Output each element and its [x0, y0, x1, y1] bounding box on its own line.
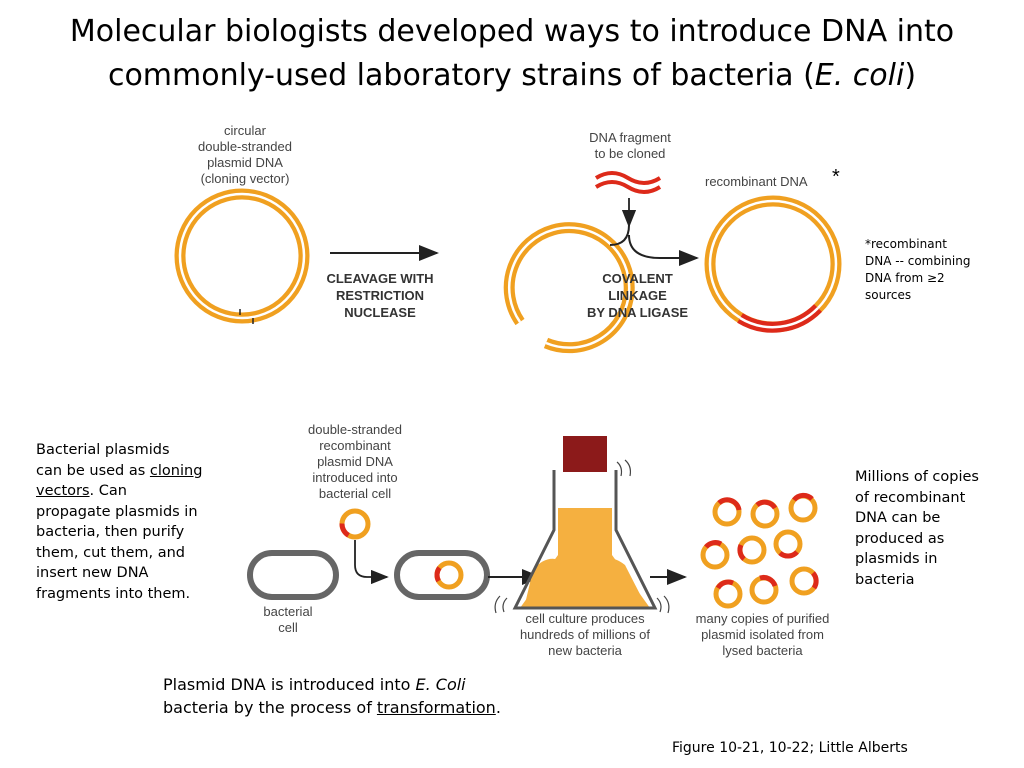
title-line-1: Molecular biologists developed ways to i…: [69, 14, 955, 49]
recombinant-footnote: *recombinant DNA -- combining DNA from ≥…: [865, 237, 971, 302]
page-title: Molecular biologists developed ways to i…: [0, 10, 1024, 98]
bacterial-cell-label: bacterial cell: [263, 604, 313, 635]
cloning-vectors-link: cloning: [149, 462, 203, 479]
ds-plasmid-label: double-stranded recombinant plasmid DNA …: [308, 422, 402, 501]
recombinant-label: recombinant DNA: [705, 174, 808, 189]
cleavage-label: CLEAVAGE WITH RESTRICTION NUCLEASE: [326, 271, 434, 320]
arrow-introduce: [354, 540, 389, 585]
figure-citation: Figure 10-21, 10-22; Little Alberts: [672, 740, 908, 756]
culture-label: cell culture produces hundreds of millio…: [519, 611, 651, 658]
bacterial-cell: [247, 550, 339, 600]
copies-label: many copies of purified plasmid isolated…: [695, 611, 830, 658]
millions-copies-paragraph: Millions of copies of recombinant DNA ca…: [855, 469, 979, 588]
flask-stopper: [563, 436, 607, 472]
transformation-paragraph: Plasmid DNA is introduced into E. Coli b…: [163, 675, 501, 717]
recombinant-plasmid: [704, 195, 842, 333]
transformation-link: transformation: [376, 698, 496, 717]
purified-plasmids: [700, 492, 819, 609]
culture-flask: [494, 436, 670, 614]
dna-fragment: [594, 171, 662, 194]
cleaved-plasmid: [503, 222, 635, 354]
recombinant-asterisk: *: [832, 166, 840, 188]
ligase-label: COVALENT LINKAGE BY DNA LIGASE: [586, 271, 689, 320]
bacterial-cell-with-plasmid: [394, 550, 490, 600]
plasmid-label: circular double-stranded plasmid DNA (cl…: [198, 123, 292, 186]
arrow-ligase: [609, 224, 697, 258]
title-line-2: commonly-used laboratory strains of bact…: [107, 58, 917, 93]
fragment-label: DNA fragment to be cloned: [589, 130, 671, 161]
circular-plasmid: [174, 188, 310, 324]
cloning-vector-paragraph: Bacterial plasmids can be used as clonin…: [36, 442, 203, 602]
